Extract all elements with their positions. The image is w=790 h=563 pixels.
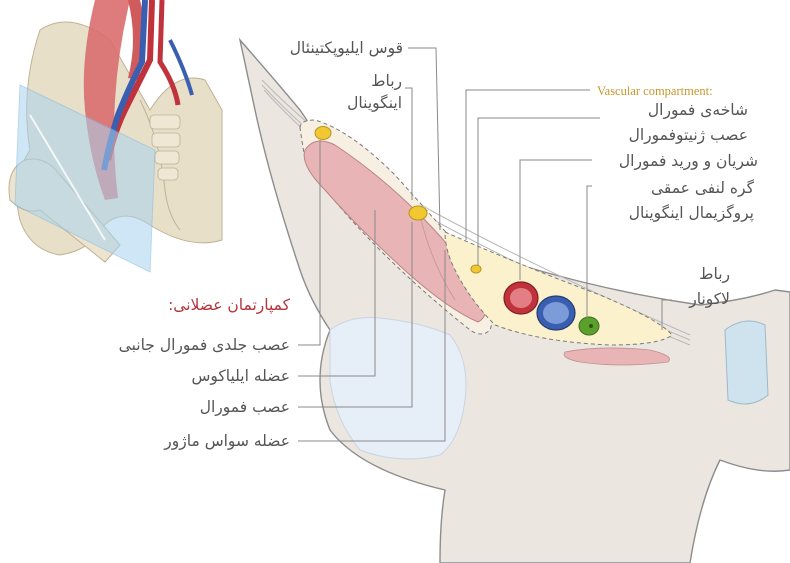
deep-inguinal-lymph-node-label: گره لنفی عمقی پروگزیمال اینگوینال <box>628 179 754 222</box>
vascular-compartment-space <box>444 231 673 346</box>
lateral-femoral-cutaneous-nerve-icon <box>314 126 332 140</box>
genitofemoral-nerve-icon <box>470 264 482 274</box>
iliopectineal-arch-label: قوس ایلیوپکتینئال <box>289 39 403 57</box>
femoral-nerve-icon <box>408 205 428 221</box>
lacunar-ligament-label: رباط لاکونار <box>689 265 730 308</box>
femoral-branch-genitofemoral-nerve-label: شاخه‌ی فمورال عصب ژنیتوفمورال <box>628 101 748 144</box>
muscular-compartment-heading: کمپارتمان عضلانی: <box>168 296 290 314</box>
vascular-compartment-heading: Vascular compartment: <box>597 84 713 98</box>
lateral-femoral-cutaneous-nerve-label: عصب جلدی فمورال جانبی <box>118 336 290 354</box>
inguinal-ligament-label: رباط اینگوینال <box>347 72 402 112</box>
femoral-nerve-label: عصب فمورال <box>199 398 290 416</box>
psoas-major-muscle-label: عضله سواس ماژور <box>164 432 290 450</box>
iliacus-muscle-label: عضله ایلیاکوس <box>191 367 290 385</box>
femoral-artery-vein-label: شریان و ورید فمورال <box>618 152 758 170</box>
pelvis-inset-icon <box>0 0 223 273</box>
